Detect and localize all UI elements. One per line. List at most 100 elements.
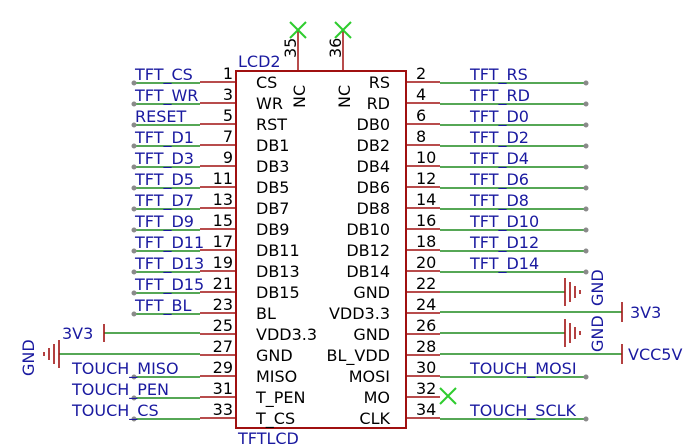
pin-number: 36 <box>326 38 345 58</box>
pin-number: 21 <box>213 274 233 293</box>
net-label: TFT_D10 <box>469 212 539 232</box>
pin-name: RD <box>367 94 390 113</box>
wire-end-dot <box>583 185 589 191</box>
right-pin-30: 30 MOSI TOUCH_MOSI <box>349 358 589 386</box>
net-label: TFT_D0 <box>469 107 529 127</box>
pin-name: DB1 <box>256 136 289 155</box>
net-label: TFT_D9 <box>134 212 194 232</box>
gnd-label: GND <box>588 315 607 352</box>
pin-number: 30 <box>416 358 436 377</box>
pin-name: DB4 <box>357 157 390 176</box>
wire-end-dot <box>131 101 137 107</box>
gnd-label: GND <box>588 269 607 306</box>
net-label: TFT_D11 <box>134 233 204 253</box>
net-label: TOUCH_MOSI <box>469 359 577 379</box>
gnd-symbol-upper: GND <box>440 269 607 306</box>
net-label: TFT_D15 <box>134 275 204 295</box>
component-value: TFTLCD <box>237 429 299 448</box>
net-label: TFT_D5 <box>134 170 194 190</box>
gnd-symbol-left: GND <box>19 339 200 376</box>
pin-name: GND <box>353 283 390 302</box>
wire-end-dot <box>131 227 137 233</box>
pin-name: DB7 <box>256 199 289 218</box>
net-label: TFT_D6 <box>469 170 529 190</box>
wire-end-dot <box>131 143 137 149</box>
pin-number: 33 <box>213 400 233 419</box>
net-label: TFT_D7 <box>134 191 194 211</box>
gnd-label: GND <box>19 339 38 376</box>
pin-number: 24 <box>416 295 436 314</box>
wire-end-dot <box>583 416 589 422</box>
pin-name: NC <box>290 85 309 108</box>
3v3-label: 3V3 <box>630 303 661 322</box>
pin-number: 23 <box>213 295 233 314</box>
pin-number: 27 <box>213 337 233 356</box>
pin-number: 3 <box>223 85 233 104</box>
net-label: TFT_D4 <box>469 149 529 169</box>
power-3v3-right: 3V3 <box>440 302 661 322</box>
pin-name: DB2 <box>357 136 390 155</box>
3v3-label: 3V3 <box>62 324 93 343</box>
pin-name: BL_VDD <box>327 346 390 366</box>
net-label: TOUCH_SCLK <box>469 401 577 421</box>
pin-number: 8 <box>416 127 426 146</box>
pin-number: 29 <box>213 358 233 377</box>
wire-end-dot <box>131 290 137 296</box>
net-label: TFT_CS <box>134 65 193 85</box>
pin-number: 19 <box>213 253 233 272</box>
pin-name: MOSI <box>349 367 390 386</box>
net-label: TFT_D2 <box>469 128 529 148</box>
pin-number: 31 <box>213 379 233 398</box>
pin-number: 6 <box>416 106 426 125</box>
right-pin-8: 8 DB2 TFT_D2 <box>357 127 589 155</box>
component-refdes: LCD2 <box>238 52 281 71</box>
pin-name: RS <box>369 73 390 92</box>
pin-name: CLK <box>359 409 390 428</box>
pin-name: RST <box>256 115 287 134</box>
pin-name: DB13 <box>256 262 300 281</box>
power-vcc5v-right: VCC5V <box>440 344 682 364</box>
pin-name: DB14 <box>346 262 390 281</box>
pin-name: VDD3.3 <box>329 304 390 323</box>
net-label: TFT_D3 <box>134 149 194 169</box>
wire-end-dot <box>583 269 589 275</box>
wire-end-dot <box>131 269 137 275</box>
left-pin-21: 21 DB15 TFT_D15 <box>131 274 300 302</box>
pin-name: BL <box>256 304 276 323</box>
pin-name: DB15 <box>256 283 300 302</box>
power-3v3-left: 3V3 <box>62 324 200 343</box>
pin-number: 22 <box>416 274 436 293</box>
wire-end-dot <box>131 185 137 191</box>
wire-end-dot <box>583 374 589 380</box>
wire-end-dot <box>583 248 589 254</box>
wire-end-dot <box>583 164 589 170</box>
pin-number: 16 <box>416 211 436 230</box>
wire-end-dot <box>131 395 137 401</box>
pin-name: DB12 <box>346 241 390 260</box>
net-label: TOUCH_PEN <box>71 380 169 400</box>
pin-number: 11 <box>213 169 233 188</box>
wire-end-dot <box>131 80 137 86</box>
wire-end-dot <box>131 416 137 422</box>
pin-number: 7 <box>223 127 233 146</box>
pin-number: 17 <box>213 232 233 251</box>
pin-number: 12 <box>416 169 436 188</box>
wire-end-dot <box>583 227 589 233</box>
net-label: TOUCH_CS <box>71 401 159 421</box>
